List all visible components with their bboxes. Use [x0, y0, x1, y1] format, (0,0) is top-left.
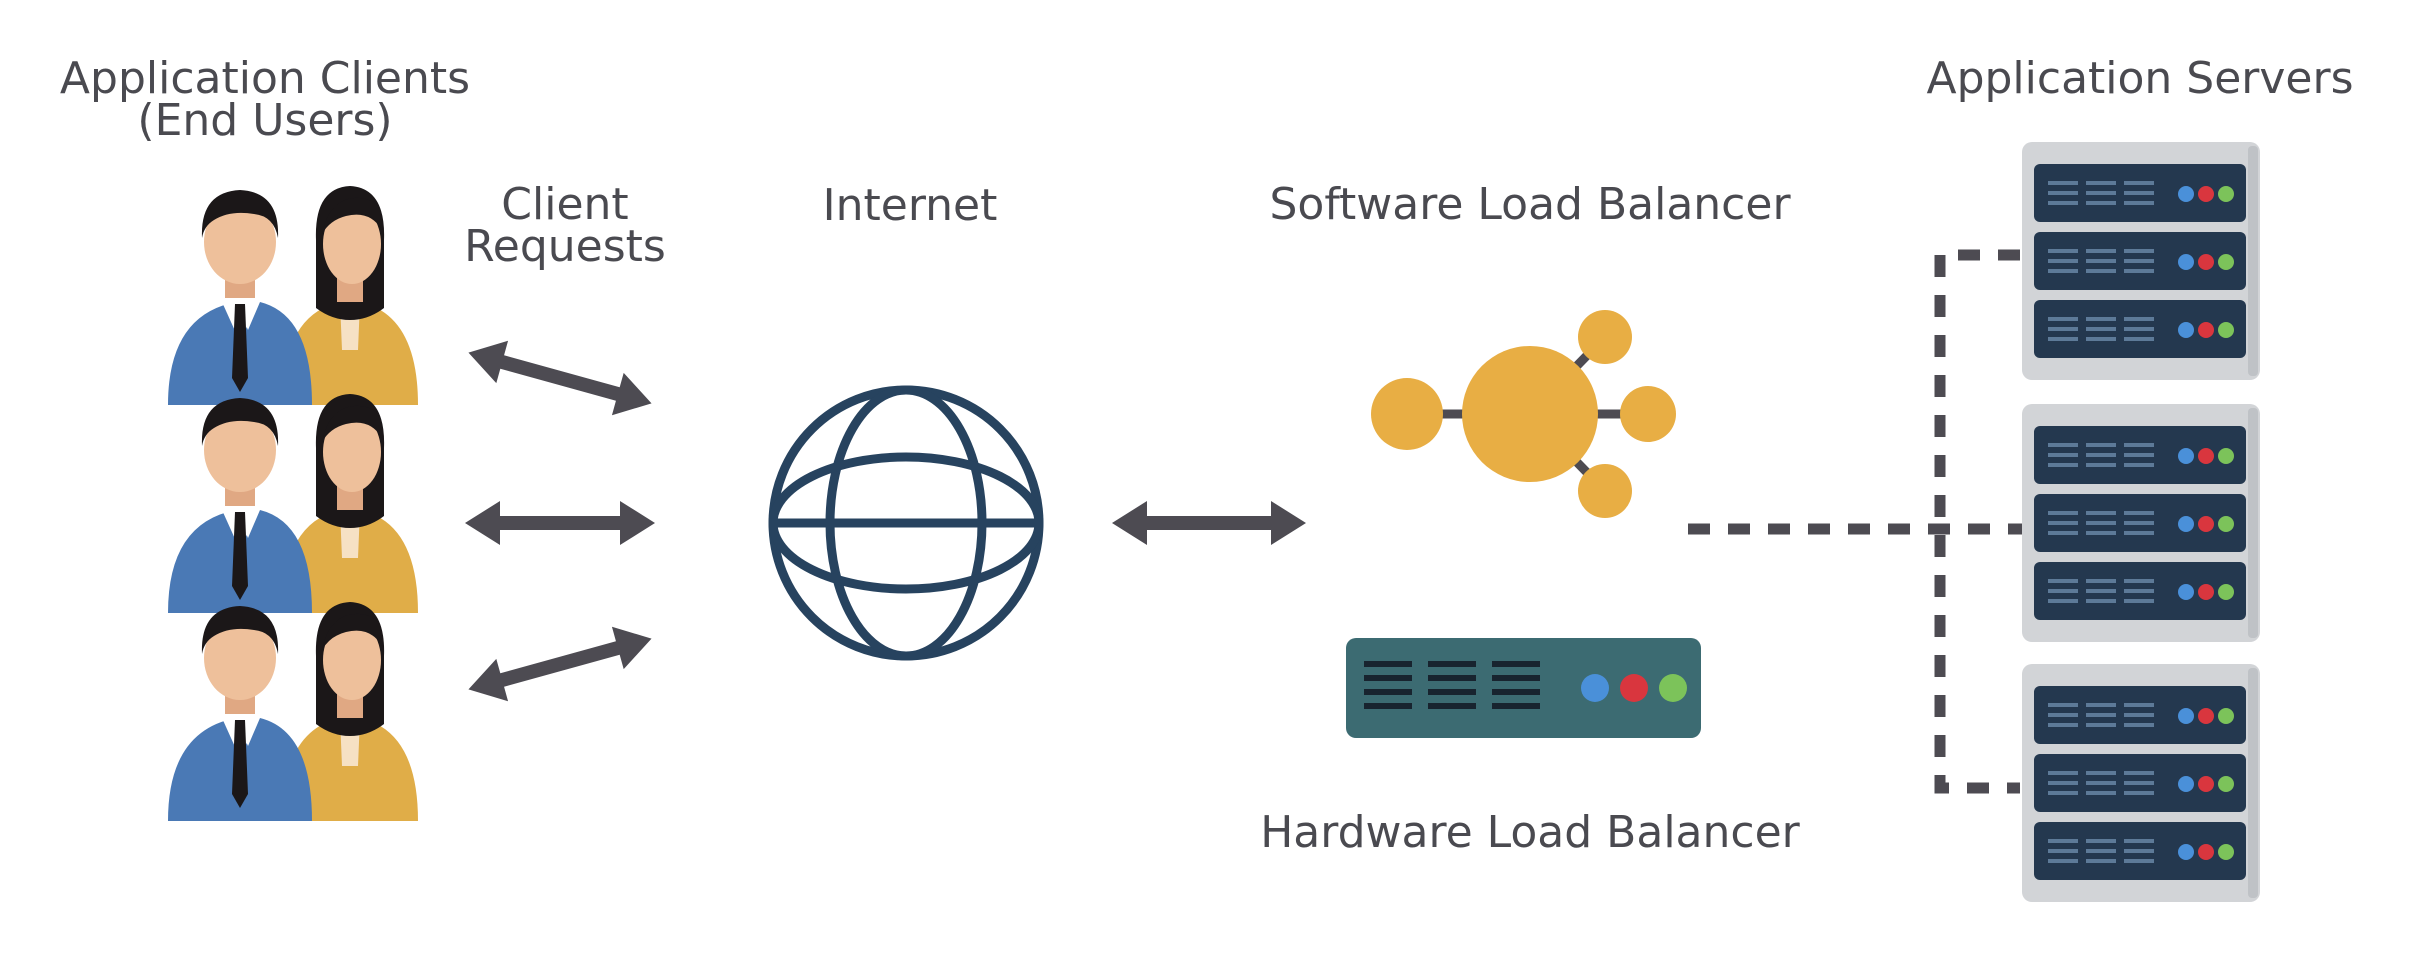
hub-node-icon	[1371, 310, 1676, 518]
double-arrow-icon	[468, 626, 652, 702]
double-arrow-icon	[465, 501, 655, 545]
people-icon	[168, 186, 418, 405]
server-rack-icon	[2022, 664, 2260, 902]
people-icon	[168, 602, 418, 821]
internet-label: Internet	[822, 180, 998, 231]
client-requests-line1: Client	[501, 179, 629, 230]
hardware-load-balancer-label: Hardware Load Balancer	[1260, 807, 1800, 858]
application-servers-group	[2022, 142, 2260, 902]
client-requests-label: Client Requests	[440, 179, 690, 272]
server-rack-icon	[2022, 142, 2260, 380]
application-clients-group	[168, 186, 418, 821]
hardware-appliance-icon	[1346, 638, 1701, 738]
client-requests-line2: Requests	[464, 221, 666, 272]
client-request-arrows	[465, 340, 1306, 702]
application-clients-line2: (End Users)	[137, 95, 393, 146]
double-arrow-icon	[468, 340, 652, 416]
server-rack-icon	[2022, 404, 2260, 642]
application-clients-label: Application Clients (End Users)	[40, 53, 490, 146]
connection-lines	[1688, 249, 2025, 794]
double-arrow-icon	[1112, 501, 1306, 545]
people-icon	[168, 394, 418, 613]
application-clients-line1: Application Clients	[59, 53, 471, 104]
globe-icon	[768, 385, 1044, 661]
application-servers-label: Application Servers	[1926, 53, 2354, 104]
software-load-balancer-label: Software Load Balancer	[1269, 179, 1791, 230]
